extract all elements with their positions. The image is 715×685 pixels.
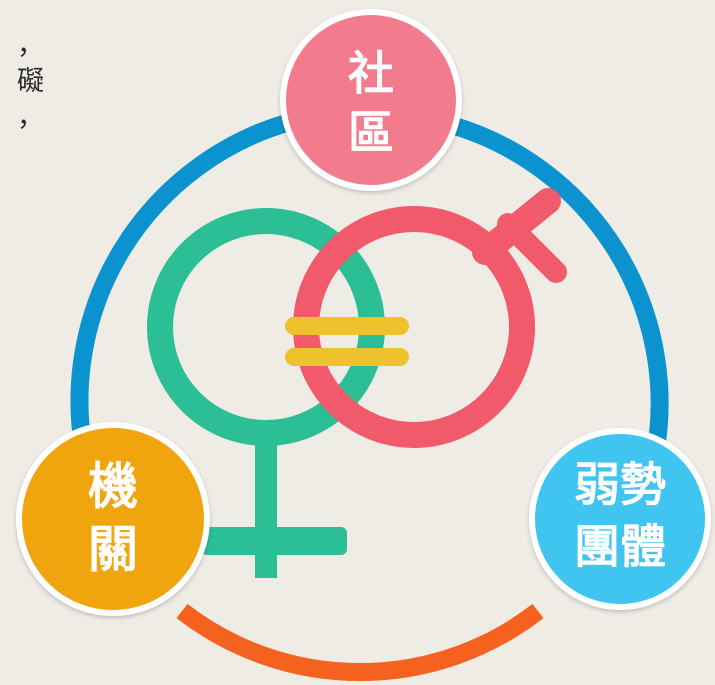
edge-text-block: ， 礙 ， [0,28,44,136]
ring-top-left-arc [70,113,293,454]
equals-top-bar [285,317,409,335]
node-community-label-line2: 區 [348,106,394,160]
male-arrow-head [497,213,567,283]
node-vulnerable-label-line2: 團體 [574,520,666,574]
equals-sign [285,317,409,366]
ring-top-right-arc [445,115,669,462]
gender-symbols [147,188,567,578]
node-vulnerable: 弱勢 團體 [529,428,711,610]
edge-text-line-2: 礙 [17,66,44,97]
ring-bottom-arc [176,603,544,682]
node-community: 社 區 [280,9,462,191]
node-vulnerable-label-line1: 弱勢 [574,458,666,512]
edge-text-line-3: ， [17,102,44,133]
node-community-label-line1: 社 [348,47,394,101]
node-community-circle [280,9,462,191]
outer-ring [70,113,669,682]
edge-text-line-1: ， [17,30,44,61]
female-crossbar [201,527,347,555]
node-agency-label-line1: 機 [88,458,138,516]
node-agency: 機 關 [16,422,210,616]
node-agency-label-line2: 關 [88,521,138,579]
node-agency-circle [16,422,210,616]
equals-bottom-bar [285,348,409,366]
female-stem [255,438,277,578]
node-vulnerable-circle [529,428,711,610]
